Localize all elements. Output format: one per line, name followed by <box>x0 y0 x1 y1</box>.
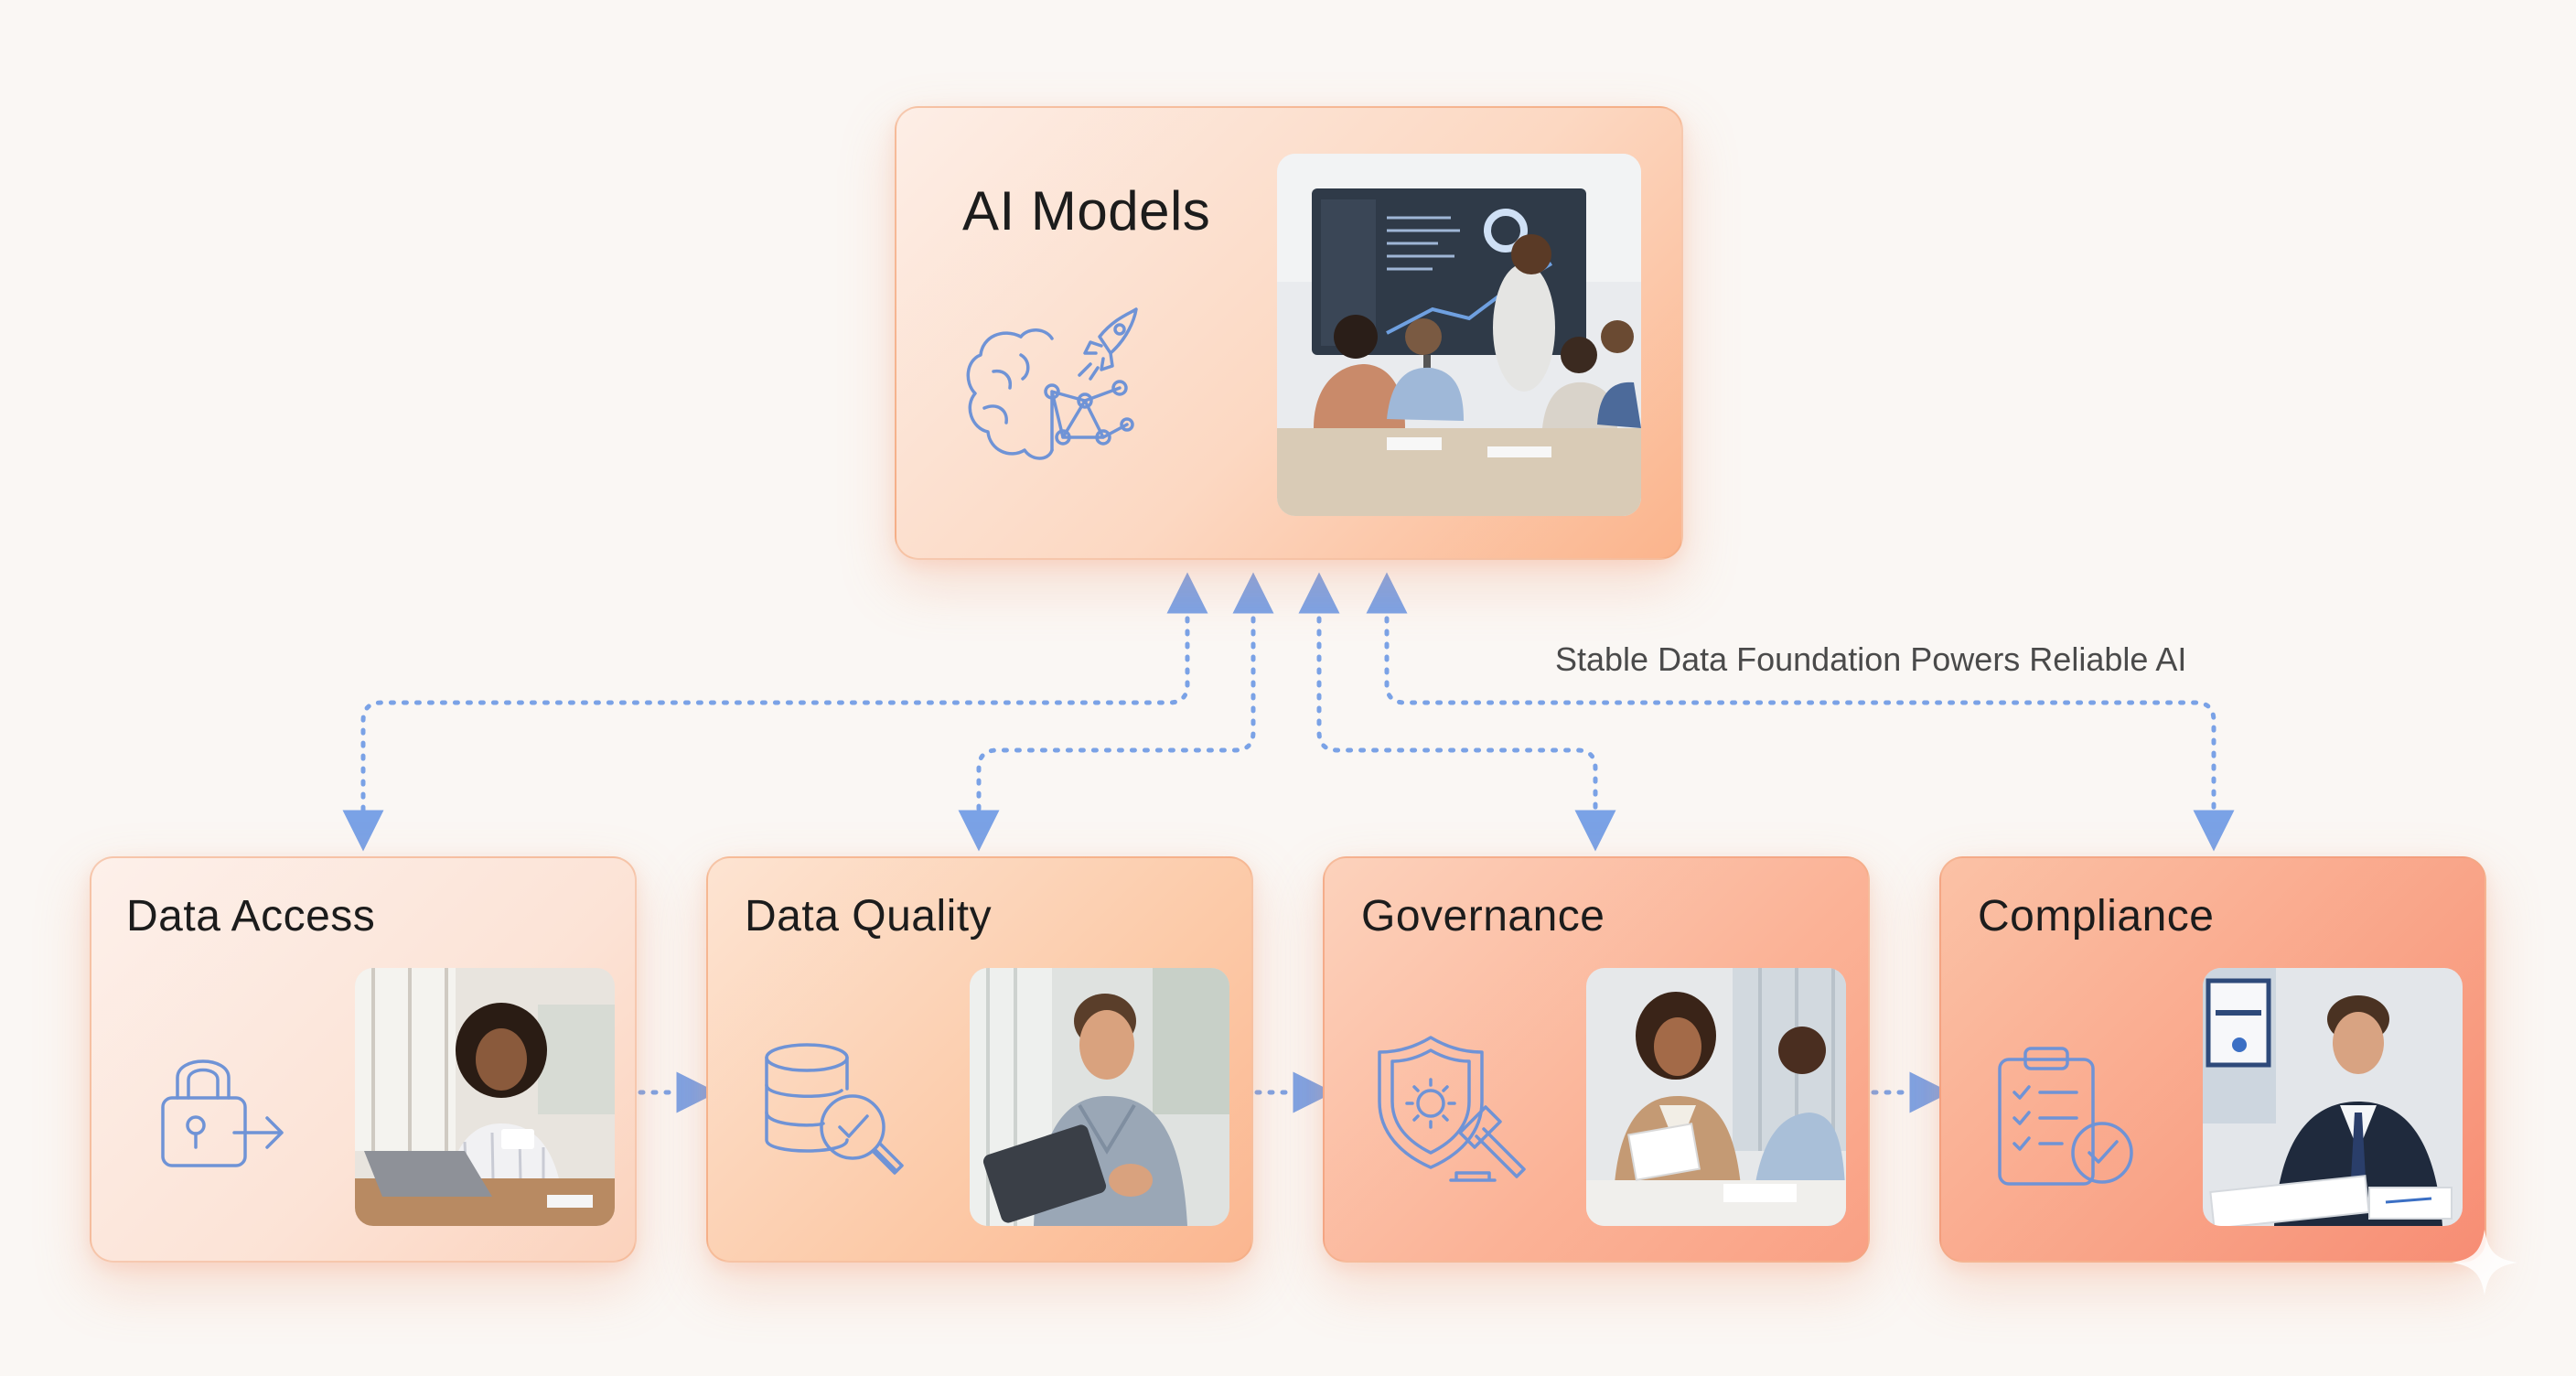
card-title: AI Models <box>962 180 1211 242</box>
card-title: Governance <box>1361 892 1605 941</box>
man-tablet-photo <box>970 968 1229 1226</box>
shield-gear-gavel-icon <box>1372 1030 1533 1188</box>
sparkle-icon <box>2452 1230 2517 1295</box>
compliance-card[interactable]: Compliance <box>1939 856 2486 1263</box>
meeting-documents-photo <box>1586 968 1846 1226</box>
team-presentation-photo <box>1277 154 1641 516</box>
governance-card[interactable]: Governance <box>1323 856 1870 1263</box>
card-title: Data Access <box>126 892 376 941</box>
clipboard-checklist-icon <box>1992 1041 2139 1191</box>
connector-compliance <box>1366 572 2235 852</box>
data-quality-card[interactable]: Data Quality <box>706 856 1253 1263</box>
data-access-card[interactable]: Data Access <box>90 856 637 1263</box>
connector-governance <box>1298 572 1616 852</box>
brain-rocket-icon <box>957 300 1140 474</box>
connector-data-quality <box>958 572 1274 852</box>
ai-models-card[interactable]: AI Models <box>895 106 1683 560</box>
lock-arrow-icon <box>146 1041 293 1178</box>
connector-caption: Stable Data Foundation Powers Reliable A… <box>1555 640 2187 678</box>
woman-laptop-card-photo <box>355 968 615 1226</box>
man-signing-certificate-photo <box>2203 968 2463 1226</box>
connector-data-access <box>342 572 1208 852</box>
database-magnifier-check-icon <box>756 1037 911 1184</box>
card-title: Compliance <box>1978 892 2215 941</box>
card-title: Data Quality <box>745 892 993 941</box>
